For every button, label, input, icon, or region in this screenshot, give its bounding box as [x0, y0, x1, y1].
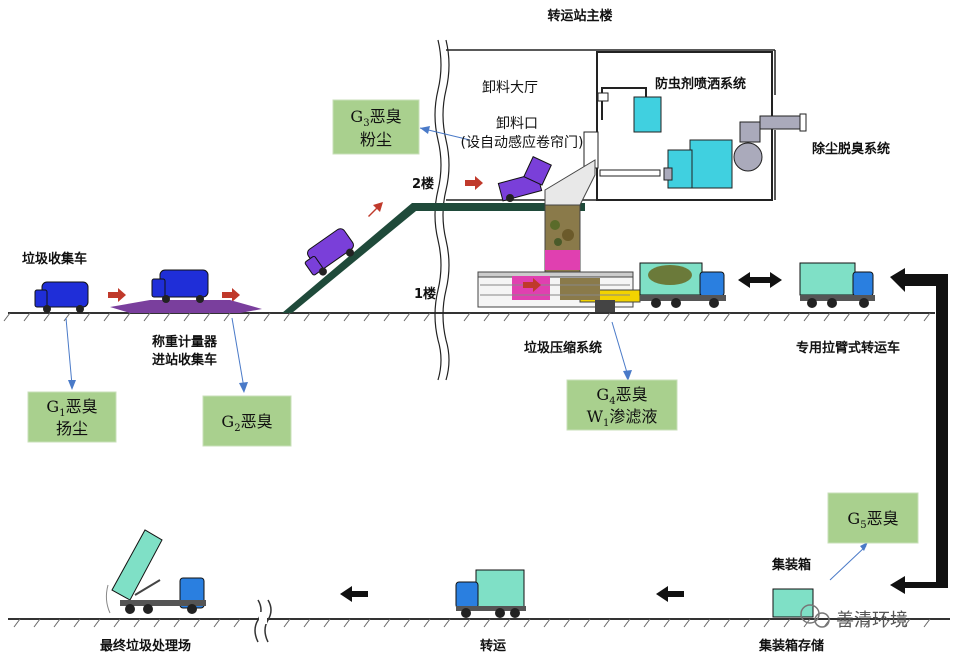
- label-container: 集装箱: [771, 557, 811, 573]
- emission-g4: G4恶臭 W1渗滤液: [566, 379, 678, 431]
- g2-line1: 恶臭: [241, 412, 273, 431]
- label-main-building: 转运站主楼: [547, 8, 612, 24]
- collection-truck-2: [151, 269, 209, 303]
- lower-arrows: [340, 586, 684, 602]
- double-arrow: [738, 272, 782, 288]
- g4-line1: 恶臭: [616, 385, 648, 404]
- g2-sub: 2: [234, 423, 240, 434]
- emission-g1: G1恶臭 扬尘: [27, 391, 117, 443]
- upper-ground: [3, 312, 935, 322]
- callout-lines: [65, 126, 868, 581]
- svg-text:G5恶臭: G5恶臭: [847, 509, 898, 531]
- label-unloading-hall: 卸料大厅: [482, 80, 538, 96]
- transfer-truck-lower: [455, 569, 526, 618]
- hopper: [544, 159, 596, 274]
- arm-truck-loading: [639, 262, 726, 308]
- g1-line2: 扬尘: [56, 419, 88, 438]
- g5-symbol: G: [847, 509, 860, 528]
- svg-text:G1恶臭: G1恶臭: [46, 397, 97, 419]
- g1-sub: 1: [59, 408, 65, 419]
- g5-sub: 5: [860, 520, 866, 531]
- dumping-truck: [105, 529, 206, 614]
- weighbridge: [110, 300, 262, 313]
- collection-truck-unloading: [497, 156, 552, 202]
- insecticide-system: [583, 87, 662, 169]
- label-container-storage: 集装箱存储: [758, 638, 824, 654]
- label-insecticide: 防虫剂喷洒系统: [655, 76, 746, 92]
- container-stored: [772, 588, 814, 618]
- g3-sub: 3: [363, 118, 369, 129]
- watermark-text: 善清环境: [836, 610, 908, 631]
- label-transfer: 转运: [480, 638, 506, 654]
- label-final-site: 最终垃圾处理场: [100, 638, 191, 654]
- label-floor1: 1楼: [414, 286, 436, 302]
- label-compress: 垃圾压缩系统: [524, 340, 602, 356]
- return-path: [890, 268, 948, 594]
- g3-line1: 恶臭: [370, 107, 402, 126]
- label-floor2: 2楼: [412, 176, 434, 192]
- label-unloading-port: 卸料口: [496, 116, 538, 132]
- lower-ground: [8, 599, 950, 643]
- g4-sub: 4: [609, 396, 615, 407]
- g4-w-symbol: W: [587, 407, 604, 426]
- watermark: 善清环境: [800, 604, 908, 631]
- g3-symbol: G: [350, 107, 363, 126]
- svg-text:G4恶臭: G4恶臭: [596, 385, 647, 407]
- ground-break-mark: [254, 599, 262, 643]
- svg-text:G2恶臭: G2恶臭: [221, 412, 272, 434]
- g4-w-sub: 1: [603, 418, 609, 429]
- g1-symbol: G: [46, 397, 59, 416]
- label-deodor: 除尘脱臭系统: [812, 141, 890, 157]
- flow-arrows-red: [108, 176, 541, 302]
- collection-truck-1: [34, 281, 89, 313]
- emission-g3: G3恶臭 粉尘: [332, 99, 420, 155]
- g4-symbol: G: [596, 385, 609, 404]
- g2-symbol: G: [221, 412, 234, 431]
- g5-line1: 恶臭: [867, 509, 899, 528]
- arm-truck-right: [799, 262, 875, 308]
- svg-text:G3恶臭: G3恶臭: [350, 107, 401, 129]
- label-collect-truck: 垃圾收集车: [22, 251, 87, 267]
- label-weigh-2: 进站收集车: [152, 352, 217, 368]
- emission-g5: G5恶臭: [827, 492, 919, 544]
- g4-line2: 渗滤液: [609, 407, 657, 426]
- label-unloading-port-note: (设自动感应卷帘门): [461, 134, 584, 151]
- label-arm-truck: 专用拉臂式转运车: [796, 340, 900, 356]
- g1-line1: 恶臭: [66, 397, 98, 416]
- emission-g2: G2恶臭: [202, 395, 292, 447]
- deodor-system: [599, 113, 807, 189]
- collection-truck-ramp: [304, 228, 354, 276]
- compression-system: [477, 271, 641, 312]
- g3-line2: 粉尘: [360, 130, 392, 149]
- label-weigh-1: 称重计量器: [152, 334, 218, 350]
- svg-text:W1渗滤液: W1渗滤液: [587, 407, 658, 429]
